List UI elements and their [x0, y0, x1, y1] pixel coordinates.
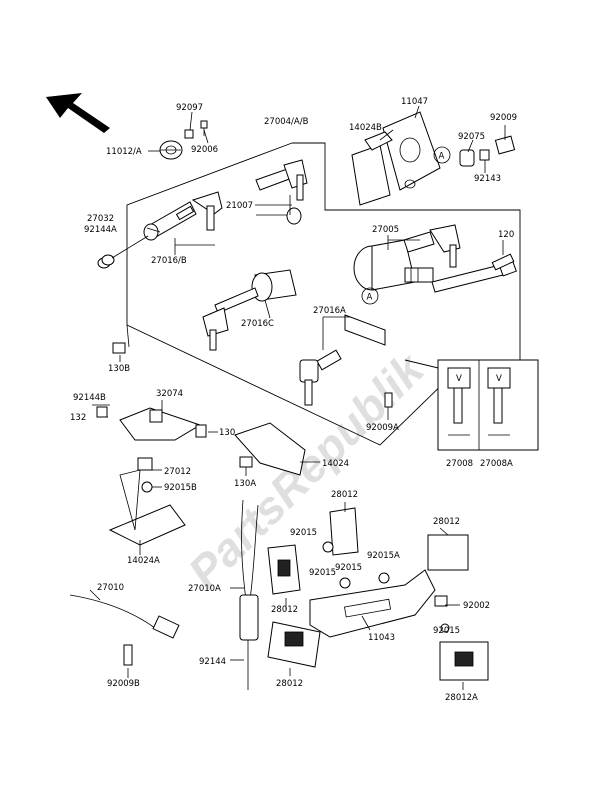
label-92009B: 92009B [107, 679, 140, 689]
bolt-92002 [434, 595, 448, 607]
label-92002: 92002 [463, 601, 490, 611]
cable-27010A [239, 499, 259, 690]
reflector-28012-left [267, 544, 301, 595]
leader-lines [89, 105, 506, 690]
label-92097: 92097 [176, 103, 203, 113]
label-28012-left: 28012 [271, 605, 298, 615]
reflector-28012A [439, 641, 489, 681]
bolt-120 [491, 253, 515, 271]
label-92006: 92006 [191, 145, 218, 155]
cable-27010 [69, 594, 180, 666]
label-28012-right: 28012 [433, 517, 460, 527]
callout-a-top: A [433, 146, 451, 164]
label-27012: 27012 [164, 467, 191, 477]
label-92015-c: 92015 [335, 563, 362, 573]
label-130B: 130B [108, 364, 130, 374]
bolt-130 [195, 424, 207, 438]
direction-arrow-icon [46, 93, 110, 133]
reflector-28012-right [427, 534, 469, 571]
key-cylinder-27016B [97, 191, 223, 269]
ignition-switch-27005 [353, 224, 517, 293]
bolt-92009A [384, 392, 393, 408]
label-14024A: 14024A [127, 556, 160, 566]
label-130A: 130A [234, 479, 256, 489]
bracket-14024 [234, 422, 306, 476]
svg-text:A: A [439, 152, 445, 162]
label-14024B: 14024B [349, 123, 382, 133]
key-tag-mark-a: V [496, 374, 502, 384]
key-tag-mark: V [456, 374, 462, 384]
label-21007: 21007 [226, 201, 253, 211]
label-27008A: 27008A [480, 459, 513, 469]
bushing-92075 [459, 135, 516, 167]
nut-92015-b [339, 577, 351, 589]
nut-92015-a [322, 541, 334, 553]
label-27010: 27010 [97, 583, 124, 593]
callout-a-mid: A [361, 287, 379, 305]
label-27016A: 27016A [313, 306, 346, 316]
label-92144B: 92144B [73, 393, 106, 403]
reflector-28012-bottom [267, 621, 321, 668]
bracket-11047 [382, 111, 441, 191]
reflector-28012-top [329, 507, 359, 556]
license-bracket-11043 [309, 569, 436, 638]
label-92144: 92144 [199, 657, 226, 667]
label-27016C: 27016C [241, 319, 274, 329]
part-labels: 92097 11012/A 92006 27004/A/B 14024B 110… [70, 97, 517, 703]
label-28012A: 28012A [445, 693, 478, 703]
label-92143: 92143 [474, 174, 501, 184]
label-92015-a: 92015 [290, 528, 317, 538]
label-11012A: 11012/A [106, 147, 142, 157]
lock-cylinder-27016C [202, 269, 297, 351]
label-14024: 14024 [322, 459, 349, 469]
label-27005: 27005 [372, 225, 399, 235]
label-120: 120 [498, 230, 514, 240]
label-132: 132 [70, 413, 86, 423]
label-92144A: 92144A [84, 225, 117, 235]
label-27016B: 27016/B [151, 256, 187, 266]
label-92015A: 92015A [367, 551, 400, 561]
label-27004: 27004/A/B [264, 117, 309, 127]
label-11047: 11047 [401, 97, 428, 107]
nut-92015B [141, 481, 153, 493]
bracket-14024A [108, 469, 186, 546]
nut-92015-c [378, 572, 390, 584]
key-set-21007 [255, 159, 308, 225]
key-27016A [299, 314, 386, 406]
label-27032: 27032 [87, 214, 114, 224]
label-130: 130 [219, 428, 235, 438]
label-92015-b: 92015 [309, 568, 336, 578]
label-27010A: 27010A [188, 584, 221, 594]
label-32074: 32074 [156, 389, 183, 399]
bolt-132 [96, 406, 108, 418]
bolt-130B [112, 342, 126, 354]
label-11043: 11043 [368, 633, 395, 643]
svg-text:A: A [367, 293, 373, 303]
nut-27012 [137, 457, 153, 471]
label-92015B: 92015B [164, 483, 197, 493]
bracket-32074 [119, 407, 202, 441]
bracket-14024B [351, 131, 393, 206]
label-28012-top: 28012 [331, 490, 358, 500]
label-27008: 27008 [446, 459, 473, 469]
label-92009A: 92009A [366, 423, 399, 433]
label-92009: 92009 [490, 113, 517, 123]
key-tag-box: V V [437, 359, 539, 451]
nut-92015-d [440, 623, 450, 633]
label-28012-bottom: 28012 [276, 679, 303, 689]
label-92075: 92075 [458, 132, 485, 142]
label-92015-d: 92015 [433, 626, 460, 636]
